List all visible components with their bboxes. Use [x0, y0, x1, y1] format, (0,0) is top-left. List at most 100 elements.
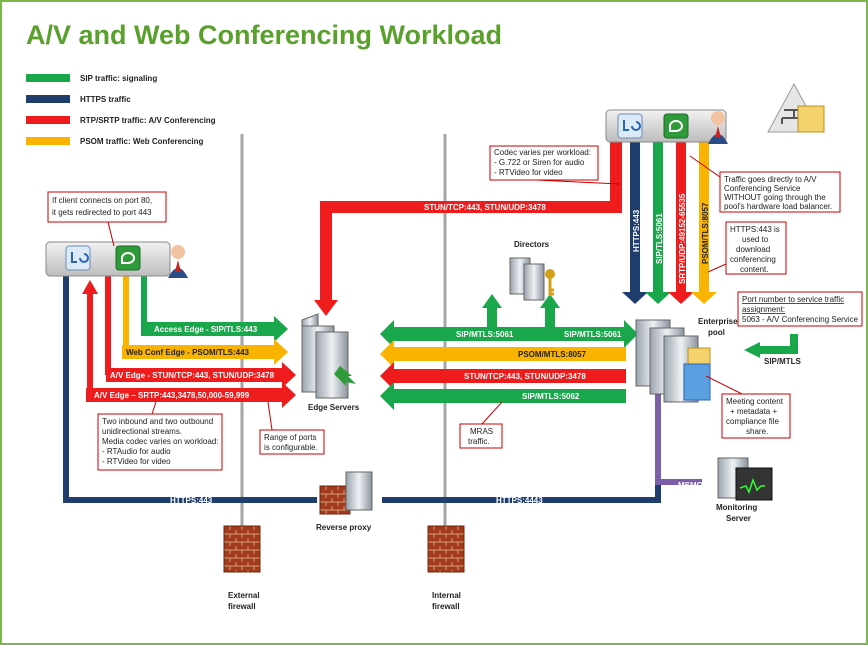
v-sip-line	[653, 142, 663, 292]
label-reverse-proxy: Reverse proxy	[316, 523, 372, 532]
callout-direct: Traffic goes directly to A/V Conferencin…	[689, 155, 841, 213]
callout-range: Range of ports is configurable.	[259, 401, 325, 455]
label-v-https: HTTPS:443	[632, 209, 641, 252]
svg-text:Meeting content: Meeting content	[726, 397, 784, 406]
arrowhead	[314, 300, 338, 316]
label-ext-fw-2: firewall	[228, 602, 256, 611]
label-int-fw-1: Internal	[432, 591, 461, 600]
svg-text:Two inbound and two outbound: Two inbound and two outbound	[102, 417, 213, 426]
reverse-proxy-icon	[319, 471, 373, 515]
label-sip-5061-b: SIP/MTLS:5061	[564, 330, 622, 339]
sip-mtls-5061-line	[394, 327, 624, 341]
label-enterprise-pool-2: pool	[708, 328, 725, 337]
callout-port80: If client connects on port 80, it gets r…	[47, 191, 167, 247]
label-webconf-edge: Web Conf Edge - PSOM/TLS:443	[126, 348, 250, 357]
arrowhead	[82, 280, 98, 294]
label-ext-fw-1: External	[228, 591, 260, 600]
live-meeting-icon	[115, 245, 141, 271]
stun-top-line	[320, 142, 622, 302]
svg-text:- RTVideo for video: - RTVideo for video	[494, 168, 563, 177]
webconf-edge-line	[122, 345, 274, 359]
left-client	[45, 241, 188, 278]
arrowhead	[282, 382, 296, 408]
sip-mtls-loop	[758, 334, 798, 354]
label-sip-5062: SIP/MTLS:5062	[522, 392, 580, 401]
av-edge-stun-line	[106, 368, 282, 382]
svg-text:- G.722 or Siren for audio: - G.722 or Siren for audio	[494, 158, 585, 167]
legend-label-rtp: RTP/SRTP traffic: A/V Conferencing	[80, 116, 216, 125]
svg-text:is configurable.: is configurable.	[264, 443, 318, 452]
access-edge-line	[144, 322, 274, 336]
av-edge-srtp-line	[86, 388, 282, 402]
communicator-icon	[617, 113, 643, 139]
user-avatar-icon	[171, 245, 185, 259]
label-edge-servers: Edge Servers	[308, 403, 360, 412]
legend-swatch-psom	[26, 137, 70, 145]
enterprise-pool-icon	[635, 319, 711, 403]
communicator-icon	[65, 245, 91, 271]
svg-text:HTTPS:443 is: HTTPS:443 is	[730, 225, 780, 234]
stun-mid-line	[394, 369, 626, 383]
v-srtp-line	[676, 142, 686, 292]
label-psom-8057: PSOM/MTLS:8057	[518, 350, 587, 359]
legend: SIP traffic: signaling HTTPS traffic RTP…	[26, 74, 216, 146]
svg-text:5063 - A/V Conferencing Servic: 5063 - A/V Conferencing Service	[742, 315, 859, 324]
right-client	[605, 109, 728, 144]
sip-5062-line	[394, 389, 626, 403]
svg-text:pool's hardware load balancer.: pool's hardware load balancer.	[724, 202, 832, 211]
arrowhead	[274, 316, 288, 342]
internal-firewall-icon	[427, 525, 465, 573]
callout-codec: Codec varies per workload: - G.722 or Si…	[489, 145, 621, 185]
svg-text:content.: content.	[740, 265, 768, 274]
label-sip-mtls-right: SIP/MTLS	[764, 357, 802, 366]
callout-streams: Two inbound and two outbound unidirectio…	[97, 401, 223, 471]
live-meeting-icon	[663, 113, 689, 139]
legend-label-psom: PSOM traffic: Web Conferencing	[80, 137, 204, 146]
external-firewall-icon	[223, 525, 261, 573]
org-chart-folder-icon	[767, 82, 825, 133]
edge-servers-icon	[301, 313, 356, 399]
label-https-443: HTTPS:443	[170, 496, 213, 505]
page-title: A/V and Web Conferencing Workload	[26, 20, 502, 50]
user-avatar-icon	[711, 111, 725, 125]
psom-8057-line	[394, 347, 626, 361]
legend-label-https: HTTPS traffic	[80, 95, 131, 104]
svg-text:Media codec varies on workload: Media codec varies on workload:	[102, 437, 219, 446]
label-v-psom: PSOM/TLS:8057	[701, 202, 710, 264]
label-access-edge: Access Edge - SIP/TLS:443	[154, 325, 258, 334]
v-https-line	[630, 142, 640, 292]
msmq-path	[655, 374, 702, 485]
svg-text:If client connects on port 80,: If client connects on port 80,	[52, 196, 152, 205]
svg-text:+ metadata +: + metadata +	[730, 407, 777, 416]
svg-text:Port number to service traffic: Port number to service traffic	[742, 295, 844, 304]
svg-text:MRAS: MRAS	[470, 427, 493, 436]
label-int-fw-2: firewall	[432, 602, 460, 611]
directors-icon	[509, 257, 555, 301]
v-psom-line	[699, 142, 709, 292]
label-directors: Directors	[514, 240, 550, 249]
svg-text:it gets redirected to port 443: it gets redirected to port 443	[52, 208, 152, 217]
client-bar-left	[45, 241, 171, 277]
svg-text:WITHOUT going through the: WITHOUT going through the	[724, 193, 826, 202]
label-sip-5061-a: SIP/MTLS:5061	[456, 330, 514, 339]
svg-text:- RTAudio for audio: - RTAudio for audio	[102, 447, 171, 456]
label-stun-top: STUN/TCP:443, STUN/UDP:3478	[424, 203, 546, 212]
svg-text:assignment:: assignment:	[742, 305, 785, 314]
svg-text:conferencing: conferencing	[730, 255, 776, 264]
svg-text:Range of ports: Range of ports	[264, 433, 316, 442]
callout-port-number: Port number to service traffic assignmen…	[737, 291, 863, 327]
label-av-edge-srtp: A/V Edge – SRTP:443,3478,50,000-59,999	[94, 391, 250, 400]
label-stun-mid: STUN/TCP:443, STUN/UDP:3478	[464, 372, 586, 381]
svg-text:Codec varies per workload:: Codec varies per workload:	[494, 148, 591, 157]
arrowhead	[282, 362, 296, 388]
svg-text:used to: used to	[742, 235, 769, 244]
svg-text:compliance file: compliance file	[726, 417, 779, 426]
legend-swatch-https	[26, 95, 70, 103]
label-monitoring-1: Monitoring	[716, 503, 757, 512]
label-av-edge-stun: A/V Edge - STUN/TCP:443, STUN/UDP:3478	[110, 371, 275, 380]
label-monitoring-2: Server	[726, 514, 751, 523]
legend-swatch-rtp	[26, 116, 70, 124]
https-path-left	[63, 272, 317, 503]
